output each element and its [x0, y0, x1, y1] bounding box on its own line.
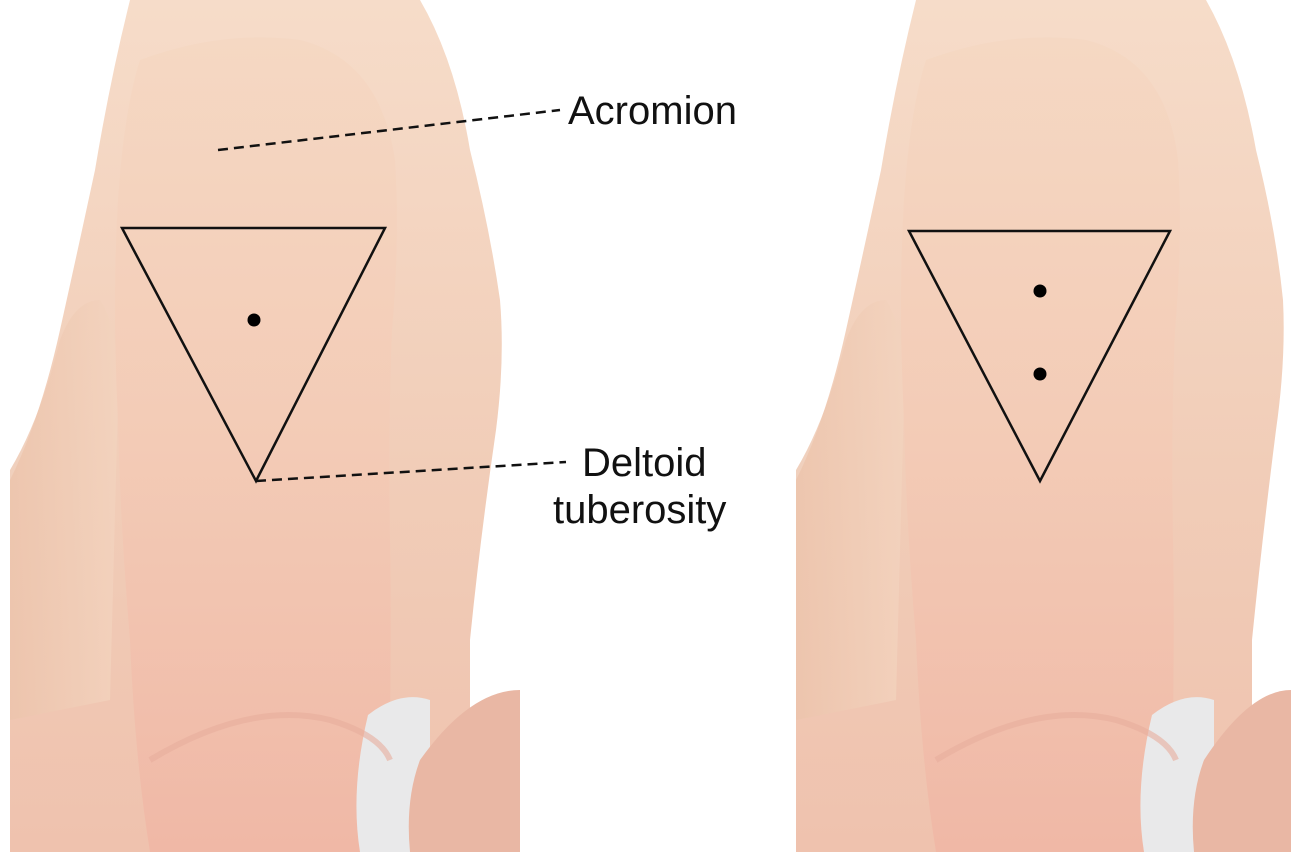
deltoid-tuberosity-label: Deltoid tuberosity [553, 440, 726, 534]
acromion-label: Acromion [568, 88, 737, 135]
deltoid-label-line1: Deltoid [553, 440, 726, 487]
right-panel-photo [796, 0, 1291, 852]
left-injection-dot [248, 314, 261, 327]
right-injection-dot-lower [1034, 368, 1047, 381]
deltoid-label-line2: tuberosity [553, 487, 726, 534]
left-panel-photo [10, 0, 566, 852]
right-injection-dot-upper [1034, 285, 1047, 298]
